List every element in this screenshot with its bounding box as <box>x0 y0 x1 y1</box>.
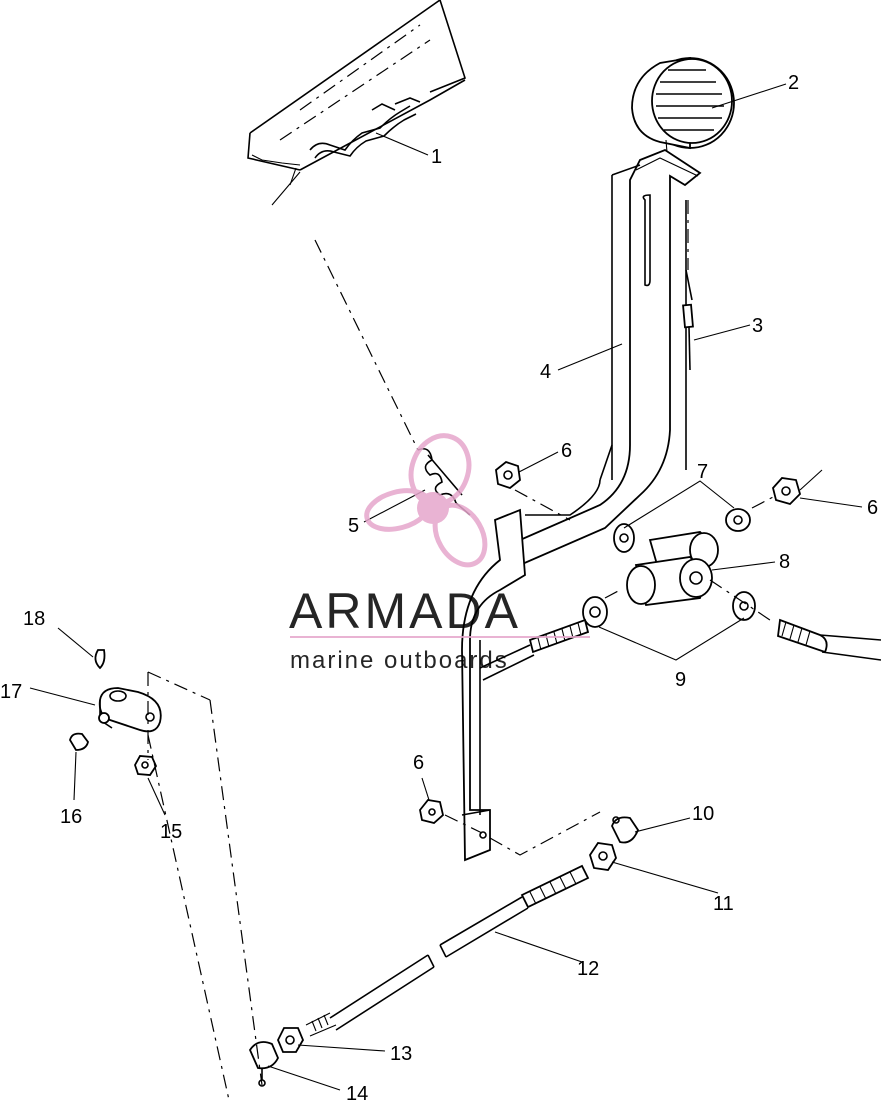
nut-lower <box>419 799 483 834</box>
callout-7: 7 <box>697 461 708 483</box>
callout-6-lower: 6 <box>413 752 424 774</box>
floor-panel <box>247 0 466 206</box>
callout-17: 17 <box>0 681 22 703</box>
linkage-rod <box>248 811 640 1087</box>
spring <box>314 239 471 516</box>
callout-8: 8 <box>779 551 790 573</box>
pivot-assembly <box>479 495 881 681</box>
callout-6-upper: 6 <box>561 440 572 462</box>
nut-upper <box>495 460 571 521</box>
callout-9: 9 <box>675 669 686 691</box>
callout-4: 4 <box>540 361 551 383</box>
stop-bolt <box>682 200 694 371</box>
callout-5: 5 <box>348 515 359 537</box>
callout-3: 3 <box>752 315 763 337</box>
propeller-logo-icon <box>364 433 488 568</box>
callout-6-right: 6 <box>867 497 878 519</box>
callout-16: 16 <box>60 806 82 828</box>
callout-15: 15 <box>160 821 182 843</box>
nut-right <box>772 469 823 506</box>
watermark-tagline: marine outboards <box>290 647 509 674</box>
callout-12: 12 <box>577 958 599 980</box>
callout-13: 13 <box>390 1043 412 1065</box>
callout-2: 2 <box>788 72 799 94</box>
watermark-brand: ARMADA <box>289 583 521 639</box>
callout-1: 1 <box>431 146 442 168</box>
callout-11: 11 <box>713 893 734 915</box>
callout-18: 18 <box>23 608 45 630</box>
callout-labels: 1 2 3 4 5 6 6 6 7 8 9 10 11 12 13 14 15 … <box>0 72 878 1105</box>
pedal-arm <box>461 148 702 862</box>
watermark: ARMADA marine outboards <box>289 433 590 674</box>
throttle-lever <box>69 649 263 1101</box>
callout-14: 14 <box>346 1083 368 1105</box>
pedal-pad <box>631 56 735 166</box>
callout-10: 10 <box>692 803 714 825</box>
